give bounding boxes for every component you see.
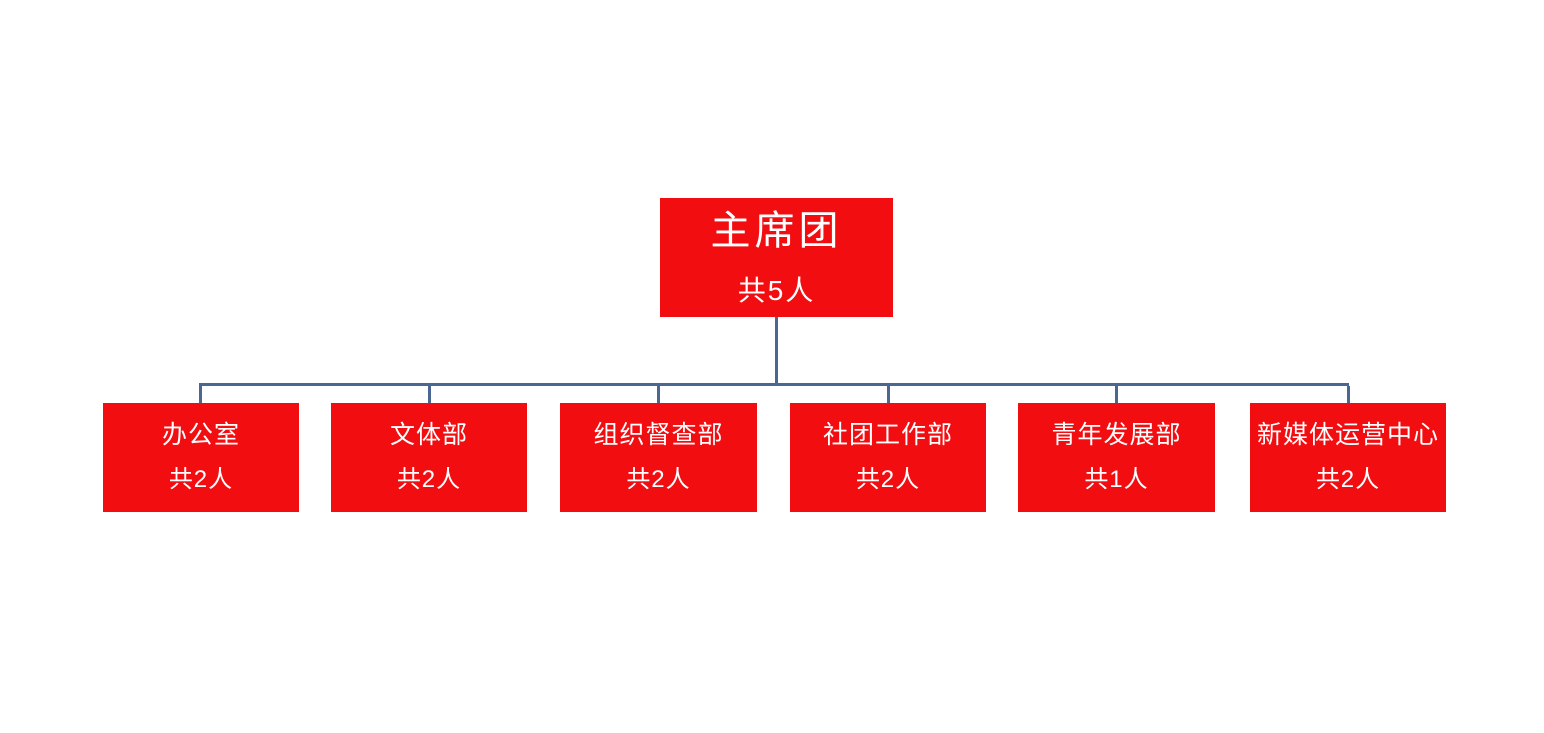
node-member-count: 共2人 [168, 466, 234, 493]
node-member-count: 共2人 [396, 466, 462, 493]
connector-drop-organization-supervision [657, 386, 660, 403]
connector-drop-culture-sports [428, 386, 431, 403]
org-node-youth-development: 青年发展部 共1人 [1018, 403, 1215, 512]
connector-root-stem [775, 317, 778, 384]
org-node-culture-sports: 文体部 共2人 [331, 403, 527, 512]
connector-drop-office [199, 386, 202, 403]
node-member-count: 共2人 [855, 466, 921, 493]
node-member-count: 共2人 [1315, 466, 1381, 493]
node-title: 文体部 [389, 421, 468, 449]
connector-drop-club-work [887, 386, 890, 403]
org-node-organization-supervision: 组织督查部 共2人 [560, 403, 757, 512]
org-node-club-work: 社团工作部 共2人 [790, 403, 986, 512]
node-title: 主席团 [710, 208, 843, 253]
connector-drop-youth-development [1115, 386, 1118, 403]
org-node-new-media-center: 新媒体运营中心 共2人 [1250, 403, 1446, 512]
org-node-office: 办公室 共2人 [103, 403, 299, 512]
node-title: 青年发展部 [1051, 421, 1182, 449]
org-node-chairman-group: 主席团 共5人 [660, 198, 893, 317]
node-member-count: 共5人 [737, 274, 816, 306]
node-member-count: 共1人 [1084, 466, 1149, 493]
connector-horizontal-bar [199, 383, 1349, 386]
node-title: 新媒体运营中心 [1256, 421, 1439, 449]
node-title: 组织督查部 [593, 421, 724, 449]
node-title: 办公室 [161, 421, 240, 449]
node-member-count: 共2人 [626, 466, 691, 493]
connector-drop-new-media-center [1347, 386, 1350, 403]
node-title: 社团工作部 [822, 421, 953, 449]
